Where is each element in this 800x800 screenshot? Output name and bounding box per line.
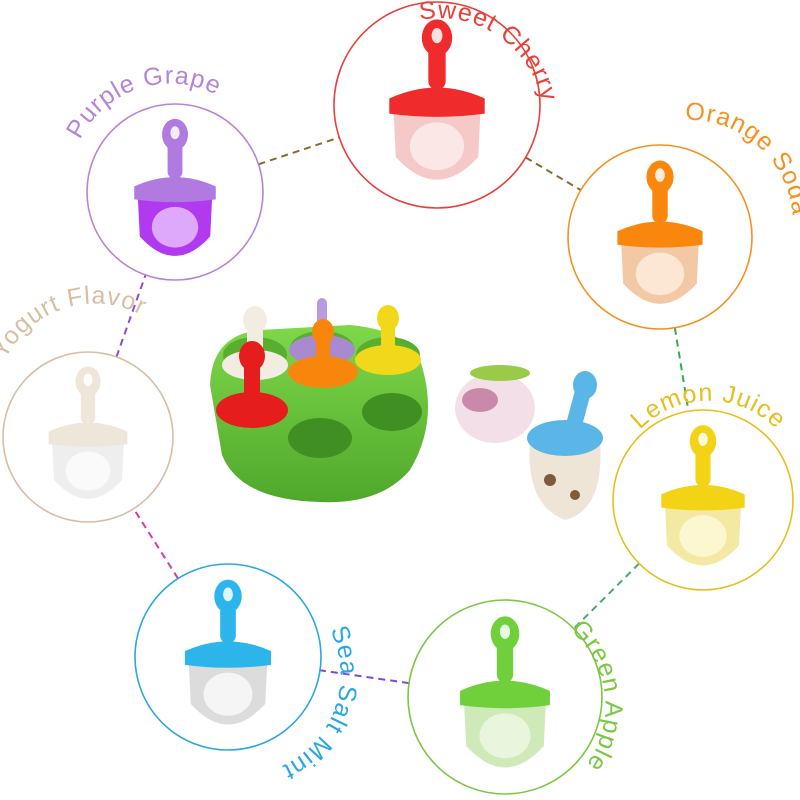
popsicle-cap [184, 641, 272, 668]
popsicle-cap [460, 680, 550, 709]
connector-line [132, 508, 179, 580]
connector-lines [115, 136, 690, 685]
connector-line [525, 156, 582, 191]
mold-stick-orange [288, 319, 358, 388]
flavor-badge-sweet-cherry [333, 1, 541, 209]
mold-stick-yellow [355, 305, 421, 375]
flavor-badge-green-apple [407, 599, 603, 795]
loose-popsicles [455, 365, 603, 520]
connector-line [673, 327, 690, 412]
connector-line [573, 562, 640, 630]
popsicle-cap [389, 87, 485, 117]
popsicle-cap [617, 221, 703, 248]
flavor-badge-orange-soda [567, 144, 753, 330]
mold-stick-red [216, 341, 288, 428]
connector-line [319, 669, 410, 685]
flavor-badge-purple-grape [86, 103, 264, 281]
popsicle-cap [661, 484, 745, 511]
popsicle-cap [134, 177, 216, 203]
flavor-badge-yogurt-flavor [2, 351, 174, 523]
connector-line [115, 274, 147, 358]
flavor-badge-sea-salt-mint [134, 563, 322, 751]
flavor-badge-lemon-juice [612, 409, 794, 591]
connector-line [258, 136, 340, 166]
silicone-mold [210, 298, 428, 503]
popsicle-cap [48, 422, 128, 447]
